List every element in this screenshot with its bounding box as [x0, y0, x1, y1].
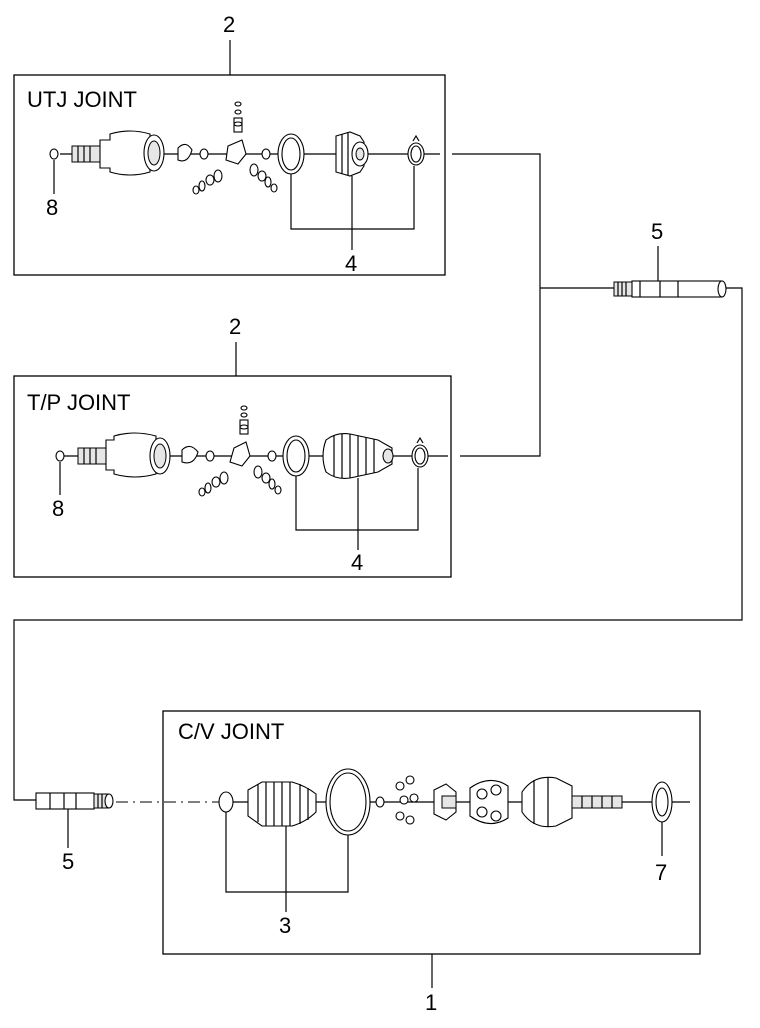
tp-spider-part [229, 405, 251, 467]
utj-washer-part [261, 148, 271, 160]
utj-callout-2: 2 [223, 12, 235, 37]
cv-clamp-large [325, 768, 371, 836]
drive-shaft-upper [613, 280, 727, 298]
tp-cap-part [181, 445, 199, 464]
utj-ring-part [199, 148, 209, 160]
tp-boot-clamp-large [282, 435, 310, 477]
cv-boot-part [247, 781, 317, 827]
tp-boot-clamp-small [411, 436, 429, 468]
utj-housing-part [71, 130, 165, 176]
utj-roller-set-left [192, 169, 223, 195]
tp-washer-part [267, 450, 277, 462]
tp-boot-part [322, 433, 394, 479]
utj-callout-8: 8 [46, 195, 58, 220]
shaft-to-cv-connector [13, 287, 743, 801]
tp-snap-ring-part [55, 450, 65, 462]
cv-callout-3-bracket [225, 812, 349, 893]
utj-callout-4: 4 [345, 251, 357, 276]
tp-ring-part [205, 450, 215, 462]
cv-joint-box [162, 710, 701, 955]
tp-roller-set-left [198, 471, 229, 497]
tp-callout-4: 4 [351, 550, 363, 575]
tp-joint-title: T/P JOINT [27, 390, 131, 415]
cv-cage-part [469, 779, 509, 825]
tp-callout-4-bracket [295, 468, 419, 531]
tp-callout-2: 2 [229, 314, 241, 339]
cv-callout-1: 1 [425, 990, 437, 1015]
cv-callout-3: 3 [279, 913, 291, 938]
utj-boot-part [335, 131, 369, 177]
utj-snap-ring-part [49, 148, 59, 160]
utj-joint-group: UTJ JOINT 2 8 [13, 12, 446, 276]
shaft-lower-callout: 5 [62, 849, 74, 874]
tp-roller-set-right [253, 465, 282, 495]
utj-cap-part [177, 143, 193, 162]
utj-joint-title: UTJ JOINT [27, 87, 137, 112]
cv-joint-group: C/V JOINT [116, 710, 701, 1015]
tp-housing-part [77, 432, 171, 478]
utj-boot-clamp-large [277, 133, 305, 175]
cv-outer-race-part [521, 776, 623, 828]
tp-joint-group: T/P JOINT 2 8 [13, 314, 452, 578]
utj-roller-set-right [249, 163, 278, 193]
cv-clamp-small [218, 791, 234, 813]
shaft-upper-callout: 5 [651, 219, 663, 244]
cv-snap-ring-part [375, 796, 385, 808]
utj-boot-clamp-small [407, 134, 425, 166]
utj-spider-part [225, 101, 247, 165]
cv-callout-7: 7 [655, 860, 667, 885]
cv-ball-set [395, 775, 419, 825]
cv-joint-title: C/V JOINT [178, 719, 284, 744]
tp-joint-box [13, 375, 452, 578]
cv-inner-race-part [433, 783, 457, 821]
cv-dust-cover-part [651, 781, 673, 823]
joint-connector-bracket [452, 153, 541, 457]
drive-shaft-lower [35, 792, 114, 810]
tp-callout-8: 8 [52, 496, 64, 521]
